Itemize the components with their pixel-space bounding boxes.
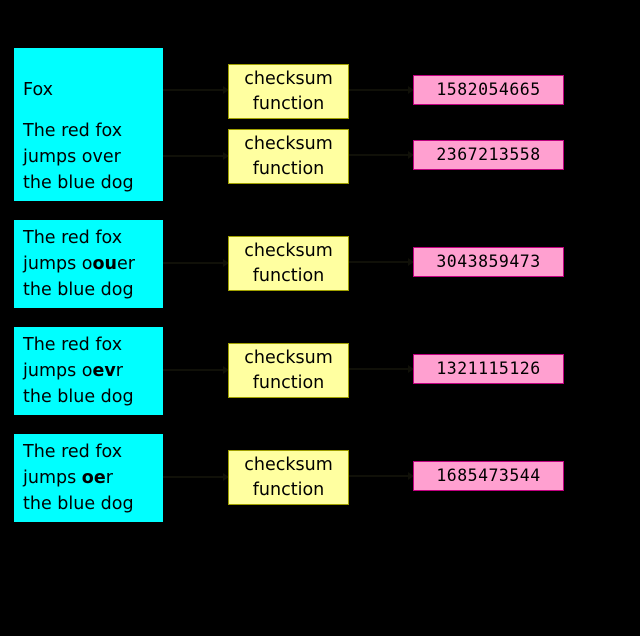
checksum-function-label-line: checksum xyxy=(244,454,333,475)
arrow-function-to-output xyxy=(349,365,414,373)
input-message-line: jumps oer xyxy=(23,465,154,491)
input-message-line: jumps oevr xyxy=(23,358,154,384)
arrowhead-icon xyxy=(223,473,229,481)
arrowhead-icon xyxy=(408,472,414,480)
checksum-function-box: checksum function xyxy=(228,343,349,398)
input-text-segment: r xyxy=(115,361,123,381)
arrowhead-icon xyxy=(223,366,229,374)
checksum-output-box: 2367213558 xyxy=(413,140,564,170)
checksum-function-label-line: function xyxy=(252,372,325,393)
input-message-box: The red fox jumps oer the blue dog xyxy=(14,434,163,522)
input-text-segment: jumps o xyxy=(23,361,93,381)
checksum-function-label-line: function xyxy=(252,265,325,286)
checksum-function-box: checksum function xyxy=(228,129,349,184)
arrow-input-to-function xyxy=(163,366,229,374)
checksum-output-box: 1582054665 xyxy=(413,75,564,105)
checksum-function-label-line: checksum xyxy=(244,68,333,89)
input-message-box: The red fox jumps over the blue dog xyxy=(14,113,163,201)
input-text-segment: Fox xyxy=(23,79,53,100)
checksum-output-box: 1321115126 xyxy=(413,354,564,384)
input-message-line: The red fox xyxy=(23,225,154,251)
checksum-function-label-line: checksum xyxy=(244,133,333,154)
input-text-segment: the blue dog xyxy=(23,173,134,193)
input-typo-highlight: ou xyxy=(92,254,117,274)
arrow-input-to-function xyxy=(163,473,229,481)
arrow-function-to-output xyxy=(349,472,414,480)
input-text-segment: jumps xyxy=(23,468,82,488)
arrowhead-icon xyxy=(408,86,414,94)
checksum-function-box: checksum function xyxy=(228,236,349,291)
input-message-line: The red fox xyxy=(23,332,154,358)
checksum-function-label-line: function xyxy=(252,479,325,500)
input-text-segment: The red fox xyxy=(23,335,123,355)
input-message-line: the blue dog xyxy=(23,170,154,196)
arrowhead-icon xyxy=(223,152,229,160)
checksum-output-box: 1685473544 xyxy=(413,461,564,491)
input-text-segment: The red fox xyxy=(23,228,123,248)
diagram-row: The red fox jumps oer the blue dog checksum… xyxy=(0,428,640,535)
arrow-function-to-output xyxy=(349,86,414,94)
input-message-line: jumps over xyxy=(23,144,154,170)
checksum-function-box: checksum function xyxy=(228,64,349,119)
arrowhead-icon xyxy=(408,151,414,159)
input-text-segment: the blue dog xyxy=(23,494,134,514)
input-text-segment: er xyxy=(116,254,135,274)
checksum-function-box: checksum function xyxy=(228,450,349,505)
arrowhead-icon xyxy=(408,365,414,373)
arrowhead-icon xyxy=(408,258,414,266)
checksum-function-label-line: checksum xyxy=(244,347,333,368)
arrowhead-icon xyxy=(223,86,229,94)
input-typo-highlight: oe xyxy=(81,468,106,488)
arrowhead-icon xyxy=(223,259,229,267)
input-message-line: Fox xyxy=(23,77,154,103)
input-text-segment: the blue dog xyxy=(23,387,134,407)
input-message-line: The red fox xyxy=(23,118,154,144)
input-message-line: the blue dog xyxy=(23,384,154,410)
arrow-input-to-function xyxy=(163,86,229,94)
input-message-line: The red fox xyxy=(23,439,154,465)
input-text-segment: jumps over xyxy=(23,147,121,167)
input-message-box: The red fox jumps oouer the blue dog xyxy=(14,220,163,308)
input-text-segment: r xyxy=(105,468,113,488)
diagram-row: The red fox jumps oouer the blue dog checks… xyxy=(0,214,640,321)
input-text-segment: The red fox xyxy=(23,442,123,462)
input-text-segment: the blue dog xyxy=(23,280,134,300)
input-text-segment: jumps o xyxy=(23,254,93,274)
diagram-row: Fox checksum function 1582054665 xyxy=(0,0,640,131)
input-text-segment: The red fox xyxy=(23,121,123,141)
checksum-output-box: 3043859473 xyxy=(413,247,564,277)
input-message-box: The red fox jumps oevr the blue dog xyxy=(14,327,163,415)
checksum-function-label-line: function xyxy=(252,93,325,114)
input-message-line: the blue dog xyxy=(23,277,154,303)
diagram-row: The red fox jumps oevr the blue dog checksu… xyxy=(0,321,640,428)
input-message-line: jumps oouer xyxy=(23,251,154,277)
arrow-input-to-function xyxy=(163,259,229,267)
diagram-row: The red fox jumps over the blue dog checksu… xyxy=(0,107,640,214)
arrow-input-to-function xyxy=(163,152,229,160)
input-message-line: the blue dog xyxy=(23,491,154,517)
checksum-function-label-line: checksum xyxy=(244,240,333,261)
checksum-function-label-line: function xyxy=(252,158,325,179)
arrow-function-to-output xyxy=(349,151,414,159)
input-typo-highlight: ev xyxy=(92,361,116,381)
arrow-function-to-output xyxy=(349,258,414,266)
